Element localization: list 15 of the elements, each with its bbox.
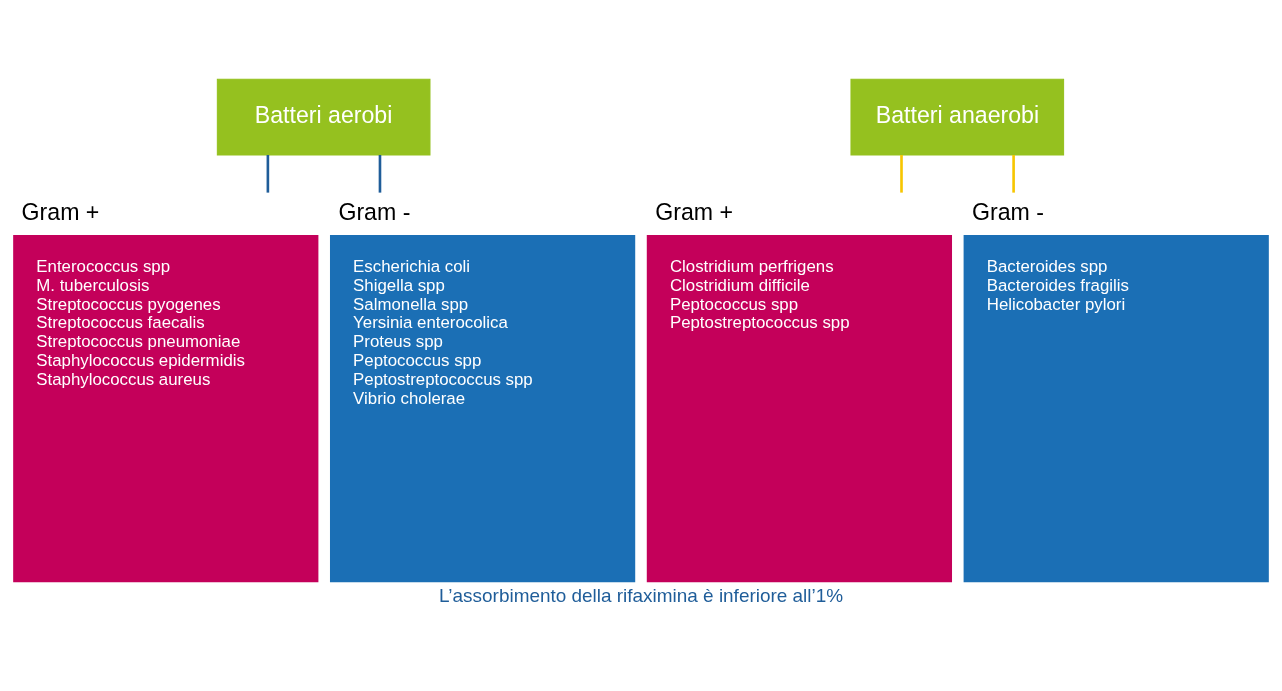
- node-box: Clostridium perfrigens Clostridium difficile Peptococcus spp Peptostreptococcus spp: [646, 235, 952, 583]
- node-label: Gram +: [21, 198, 100, 225]
- node-box: Enterococcus spp M. tuberculosis Streptococcus pyogenes Streptococcus faecalis Streptococcus pneumoniae Staphylococcus epidermidis Staphylococcus aureus: [13, 235, 319, 583]
- connector: [378, 155, 382, 193]
- node-box: Bacteroides spp Bacteroides fragilis Helicobacter pylori: [963, 235, 1269, 583]
- node-box: Escherichia coli Shigella spp Salmonella spp Yersinia enterocolica Proteus spp Peptococcus spp Peptostreptococcus spp Vibrio cholerae: [330, 235, 636, 583]
- connector: [266, 155, 270, 193]
- node-label: Gram -: [338, 198, 411, 225]
- node-box: Batteri anaerobi: [850, 78, 1065, 156]
- node-label: Gram -: [972, 198, 1045, 225]
- caption: L’assorbimento della rifaximina è inferiore all’1%: [438, 584, 844, 606]
- connector: [1012, 155, 1015, 193]
- connector: [900, 155, 903, 193]
- node-label: Gram +: [655, 198, 734, 225]
- node-box: Batteri aerobi: [216, 78, 431, 156]
